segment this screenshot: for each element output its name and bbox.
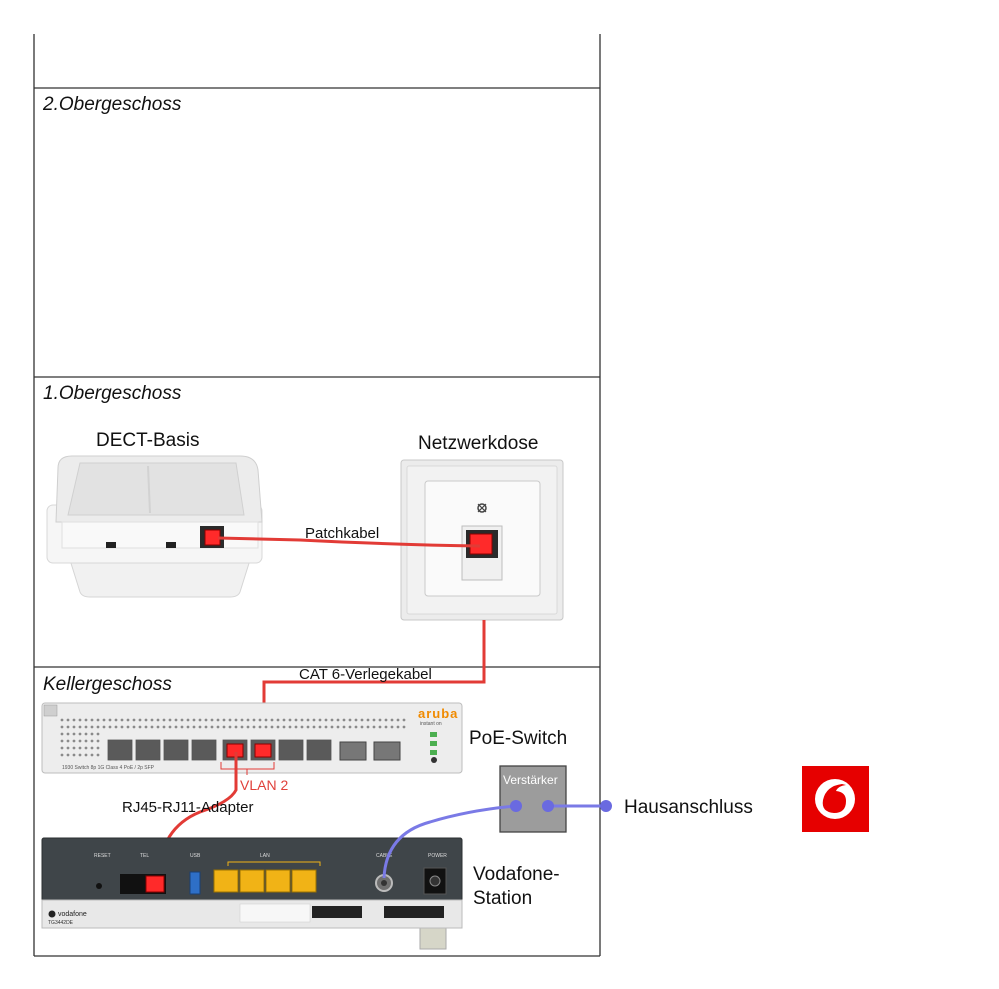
router-power-label: POWER <box>428 853 447 859</box>
poe-switch-label: PoE-Switch <box>469 728 567 749</box>
vlan-label: VLAN 2 <box>240 777 288 793</box>
switch-port-red-2 <box>254 743 272 758</box>
cat6-cable-label: CAT 6-Verlegekabel <box>299 666 432 683</box>
coax-port-2 <box>542 800 554 812</box>
patch-cable <box>217 536 481 548</box>
router-tel-label: TEL <box>140 853 149 859</box>
vodafone-station-label-2: Station <box>473 888 532 909</box>
floor-label-2og: 2.Obergeschoss <box>42 94 182 115</box>
vodafone-logo <box>802 766 869 832</box>
switch-series: instant on <box>420 721 442 727</box>
amplifier-box <box>499 765 567 833</box>
vlan-brace <box>220 762 275 775</box>
router-lan-label: LAN <box>260 853 270 859</box>
vodafone-station-label-1: Vodafone- <box>473 864 560 885</box>
coax-port-1 <box>510 800 522 812</box>
coax-port-house <box>600 800 612 812</box>
router-model: TG3442DE <box>48 920 74 926</box>
building-frame <box>33 34 601 957</box>
floor-label-1og: 1.Obergeschoss <box>43 383 182 404</box>
router-usb-label: USB <box>190 853 201 859</box>
switch-model-text: 1930 Switch 8p 1G Class 4 PoE / 2p SFP <box>62 765 155 771</box>
router-cable-label: CABLE <box>376 853 393 859</box>
house-connection-label: Hausanschluss <box>624 797 753 818</box>
vodafone-station-device: RESET TEL USB LAN CABLE POWER vodafone T… <box>41 837 463 950</box>
floor-label-keller: Kellergeschoss <box>43 674 172 695</box>
router-brand: vodafone <box>58 911 87 918</box>
adapter-label: RJ45-RJ11-Adapter <box>122 799 253 816</box>
coax-cable-router <box>382 804 517 879</box>
patch-cable-label: Patchkabel <box>305 525 379 542</box>
poe-switch-device: aruba instant on 1930 Switch 8p 1G Class… <box>41 702 463 774</box>
network-socket-device <box>400 459 564 621</box>
switch-brand: aruba <box>418 706 458 721</box>
amplifier-label: Verstärker <box>503 773 558 787</box>
router-reset-label: RESET <box>94 853 111 859</box>
dect-base-device <box>46 455 263 598</box>
network-socket-label: Netzwerkdose <box>418 433 538 454</box>
dect-base-label: DECT-Basis <box>96 430 199 451</box>
